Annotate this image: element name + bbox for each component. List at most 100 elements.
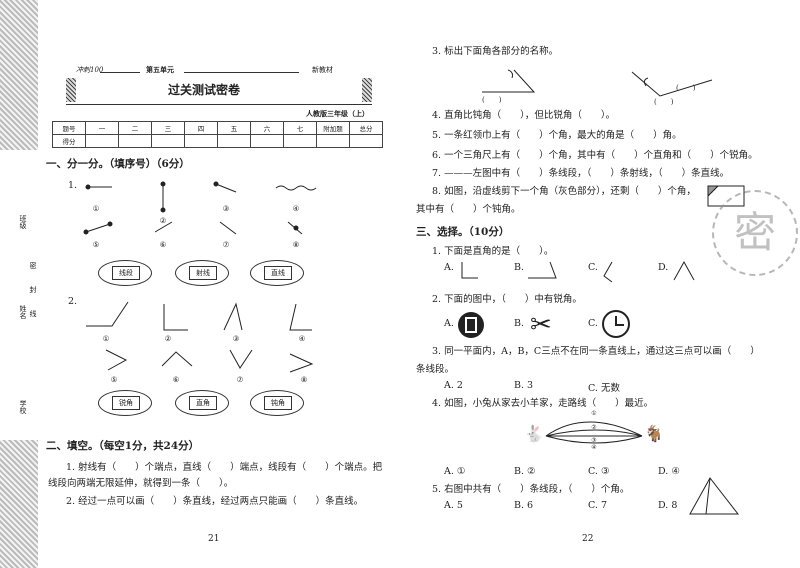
- seal-feng: 封: [29, 286, 37, 293]
- q2-label: ④: [298, 334, 306, 343]
- header-pattern: [362, 78, 372, 102]
- header-pattern: [66, 78, 76, 102]
- seal-xian: 线: [29, 310, 37, 317]
- c5-option-d[interactable]: D. 8: [658, 500, 678, 511]
- clock-icon: [602, 310, 630, 338]
- fig-endpoint: [83, 229, 89, 235]
- rabbit-icon: 🐇: [524, 424, 544, 443]
- fig-angle: [289, 303, 312, 331]
- angle-arc: [643, 77, 649, 87]
- c5-option-c[interactable]: C. 7: [588, 500, 608, 511]
- q1-number: 1.: [68, 180, 78, 191]
- edition-label: 新教材: [312, 66, 333, 74]
- name-label: 姓名: [19, 305, 27, 319]
- c1-option-d: [673, 260, 695, 281]
- score-cell[interactable]: [349, 134, 383, 148]
- q3-blank[interactable]: ( ): [676, 84, 696, 92]
- q1-bin-segment[interactable]: 线段: [98, 260, 152, 286]
- route-label: ②: [591, 424, 597, 431]
- fig-angle: [229, 349, 253, 369]
- q2-bin-right[interactable]: 直角: [175, 390, 229, 416]
- fig-endpoint: [85, 184, 91, 190]
- q7-text: 7. ———左图中有（ ）条线段，（ ）条射线，（ ）条直线。: [432, 168, 730, 179]
- q2-bin-obtuse[interactable]: 钝角: [250, 390, 304, 416]
- seal-mi: 密: [29, 262, 37, 269]
- fig-angle: [163, 304, 188, 331]
- c4-option-a[interactable]: A. ①: [444, 466, 466, 477]
- q2-label: ⑥: [172, 375, 180, 384]
- c1-option-b-label[interactable]: B.: [514, 262, 525, 273]
- q1-label: ③: [222, 204, 230, 213]
- header-rule: [184, 72, 299, 73]
- c4-route-2: [545, 429, 643, 437]
- c2-option-c-label[interactable]: C.: [588, 318, 598, 329]
- bin-label: 钝角: [264, 396, 292, 410]
- bin-label: 射线: [189, 266, 217, 280]
- c4-option-d[interactable]: D. ④: [658, 466, 680, 477]
- fig-endpoint: [160, 207, 166, 213]
- q2-bin-acute[interactable]: 锐角: [98, 390, 152, 416]
- fig-angle: [289, 353, 314, 373]
- brand: 冲刺100: [76, 66, 104, 74]
- c5-inner-line: [705, 477, 711, 515]
- c2-option-b-label[interactable]: B.: [514, 318, 525, 329]
- q6-text: 6. 一个三角尺上有（ ）个角，其中有（ ）个直角和（ ）个锐角。: [432, 150, 758, 161]
- q2-label: ①: [102, 334, 110, 343]
- c2-option-a-label[interactable]: A.: [444, 318, 454, 329]
- title-rule: [66, 104, 372, 105]
- c1-option-a-label[interactable]: A.: [444, 262, 454, 273]
- q3-text: 3. 标出下面角各部分的名称。: [432, 46, 559, 57]
- q3-angle-right: [631, 71, 713, 97]
- q3-angle-left: [482, 69, 536, 93]
- q8-text-1: 8. 如图，沿虚线剪下一个角（灰色部分），还剩（ ）个角，: [432, 186, 696, 197]
- q3-blank[interactable]: ( ): [654, 98, 674, 106]
- c3-option-c[interactable]: C. 无数: [588, 383, 620, 394]
- route-label: ④: [591, 444, 597, 451]
- c5-option-b[interactable]: B. 6: [514, 500, 534, 511]
- angle-arc: [507, 69, 513, 79]
- c1-option-d-label[interactable]: D.: [658, 262, 669, 273]
- c1-option-b: [528, 261, 557, 279]
- q2-number: 2.: [68, 296, 78, 307]
- q4-text: 4. 直角比钝角（ ），但比锐角（ ）。: [432, 110, 616, 121]
- q2-label: ⑧: [300, 375, 308, 384]
- c3-text-2: 条线段。: [416, 364, 455, 375]
- q1-label: ②: [159, 216, 167, 225]
- c3-option-a[interactable]: A. 2: [444, 380, 463, 391]
- section-3-heading: 三、选择。（10分）: [416, 226, 510, 238]
- route-label: ③: [591, 437, 597, 444]
- bin-label: 线段: [112, 266, 140, 280]
- q1-label: ⑥: [159, 240, 167, 249]
- fig-endpoint: [107, 221, 113, 227]
- c4-option-c[interactable]: C. ③: [588, 466, 610, 477]
- q1-bin-line[interactable]: 直线: [250, 260, 304, 286]
- goat-icon: 🐐: [644, 424, 664, 443]
- fig-segment: [85, 223, 111, 233]
- scissors-icon: ✂: [530, 310, 552, 340]
- c5-triangle: [689, 477, 740, 515]
- binding-strip-blank: [0, 150, 38, 440]
- c5-option-a[interactable]: A. 5: [444, 500, 463, 511]
- c4-option-b[interactable]: B. ②: [514, 466, 536, 477]
- page-title: 过关测试密卷: [168, 83, 241, 97]
- q3-blank[interactable]: ( ): [482, 96, 502, 104]
- q5-text: 5. 一条红领巾上有（ ）个角，最大的角是（ ）角。: [432, 130, 682, 141]
- bank-logo-icon: [458, 312, 484, 338]
- page-number-left: 21: [208, 534, 220, 544]
- c3-option-b[interactable]: B. 3: [514, 380, 534, 391]
- unit-label: 第五单元: [146, 65, 174, 74]
- fill-q1-line2: 线段向两端无限延伸，就得到一条（ ）。: [48, 478, 234, 489]
- fig-angle: [86, 301, 129, 327]
- fig-ray: [215, 183, 237, 193]
- q1-bin-ray[interactable]: 射线: [175, 260, 229, 286]
- fig-line: [154, 221, 173, 233]
- section-2-heading: 二、填空。（每空1分，共24分）: [46, 440, 200, 452]
- c4-text: 4. 如图，小兔从家去小羊家，走路线（ ）最近。: [432, 398, 654, 409]
- grade-label: 人教版三年级（上）: [306, 109, 369, 118]
- fig-line: [219, 221, 237, 235]
- route-label: ①: [591, 410, 597, 417]
- class-label: 班级: [19, 215, 27, 229]
- c1-option-c-label[interactable]: C.: [588, 262, 598, 273]
- q1-label: ⑤: [92, 240, 100, 249]
